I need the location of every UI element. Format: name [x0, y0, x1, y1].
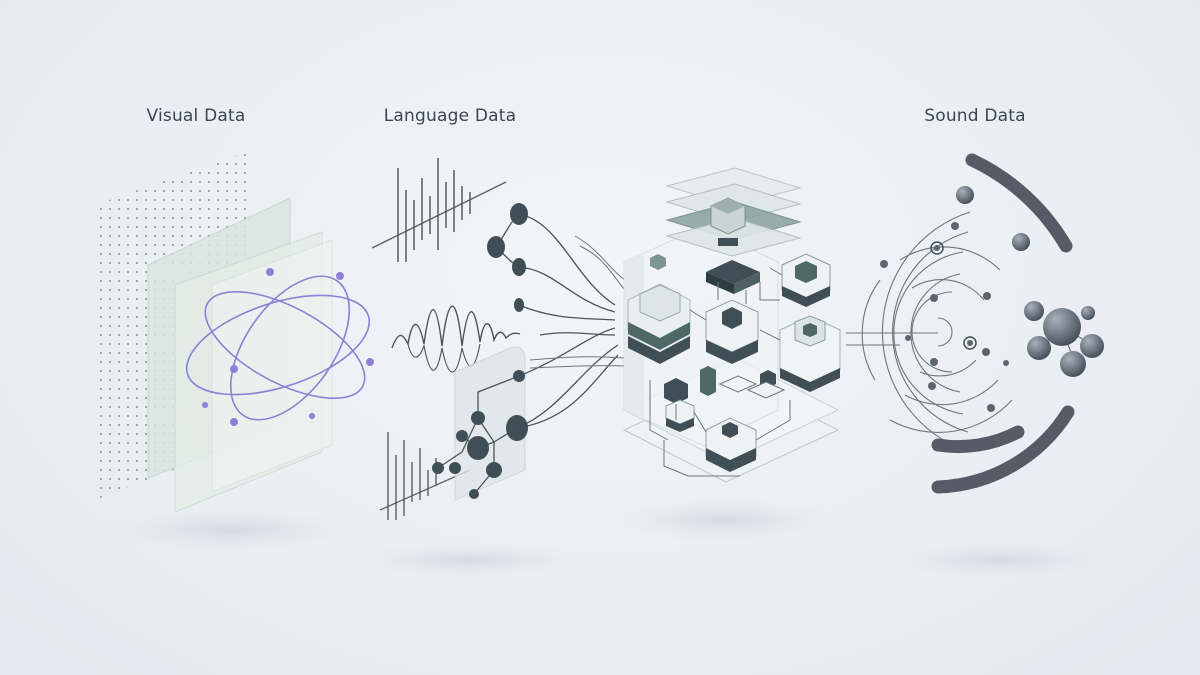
visual-shadow	[100, 508, 360, 552]
sound-shadow	[890, 542, 1110, 578]
sine-wave-mirror	[407, 343, 481, 373]
server-stack-icon	[622, 167, 841, 483]
language-node-dots	[432, 370, 528, 499]
mid-panel	[211, 239, 333, 493]
sine-wave-icon	[391, 305, 521, 349]
sound-arcs-icon	[931, 153, 1075, 494]
node-graph-nodes	[487, 203, 528, 312]
orbit-icon	[185, 275, 371, 421]
visual-data-graphic	[95, 150, 374, 513]
language-data-label: Language Data	[384, 106, 517, 126]
status-dots	[816, 370, 830, 378]
radial-wave-nodes	[880, 222, 1009, 412]
waveform-icon	[371, 158, 507, 262]
sound-data-graphic	[861, 153, 1104, 494]
language-data-graphic	[371, 158, 626, 520]
language-shadow	[350, 542, 590, 578]
radial-wave-icon	[861, 211, 1013, 453]
orbit-nodes	[202, 268, 374, 426]
connector-lines	[529, 235, 626, 369]
core-shadow	[610, 498, 840, 542]
sound-data-label: Sound Data	[924, 106, 1026, 126]
visual-data-label: Visual Data	[147, 106, 246, 126]
sphere-cluster-icon	[956, 186, 1104, 377]
